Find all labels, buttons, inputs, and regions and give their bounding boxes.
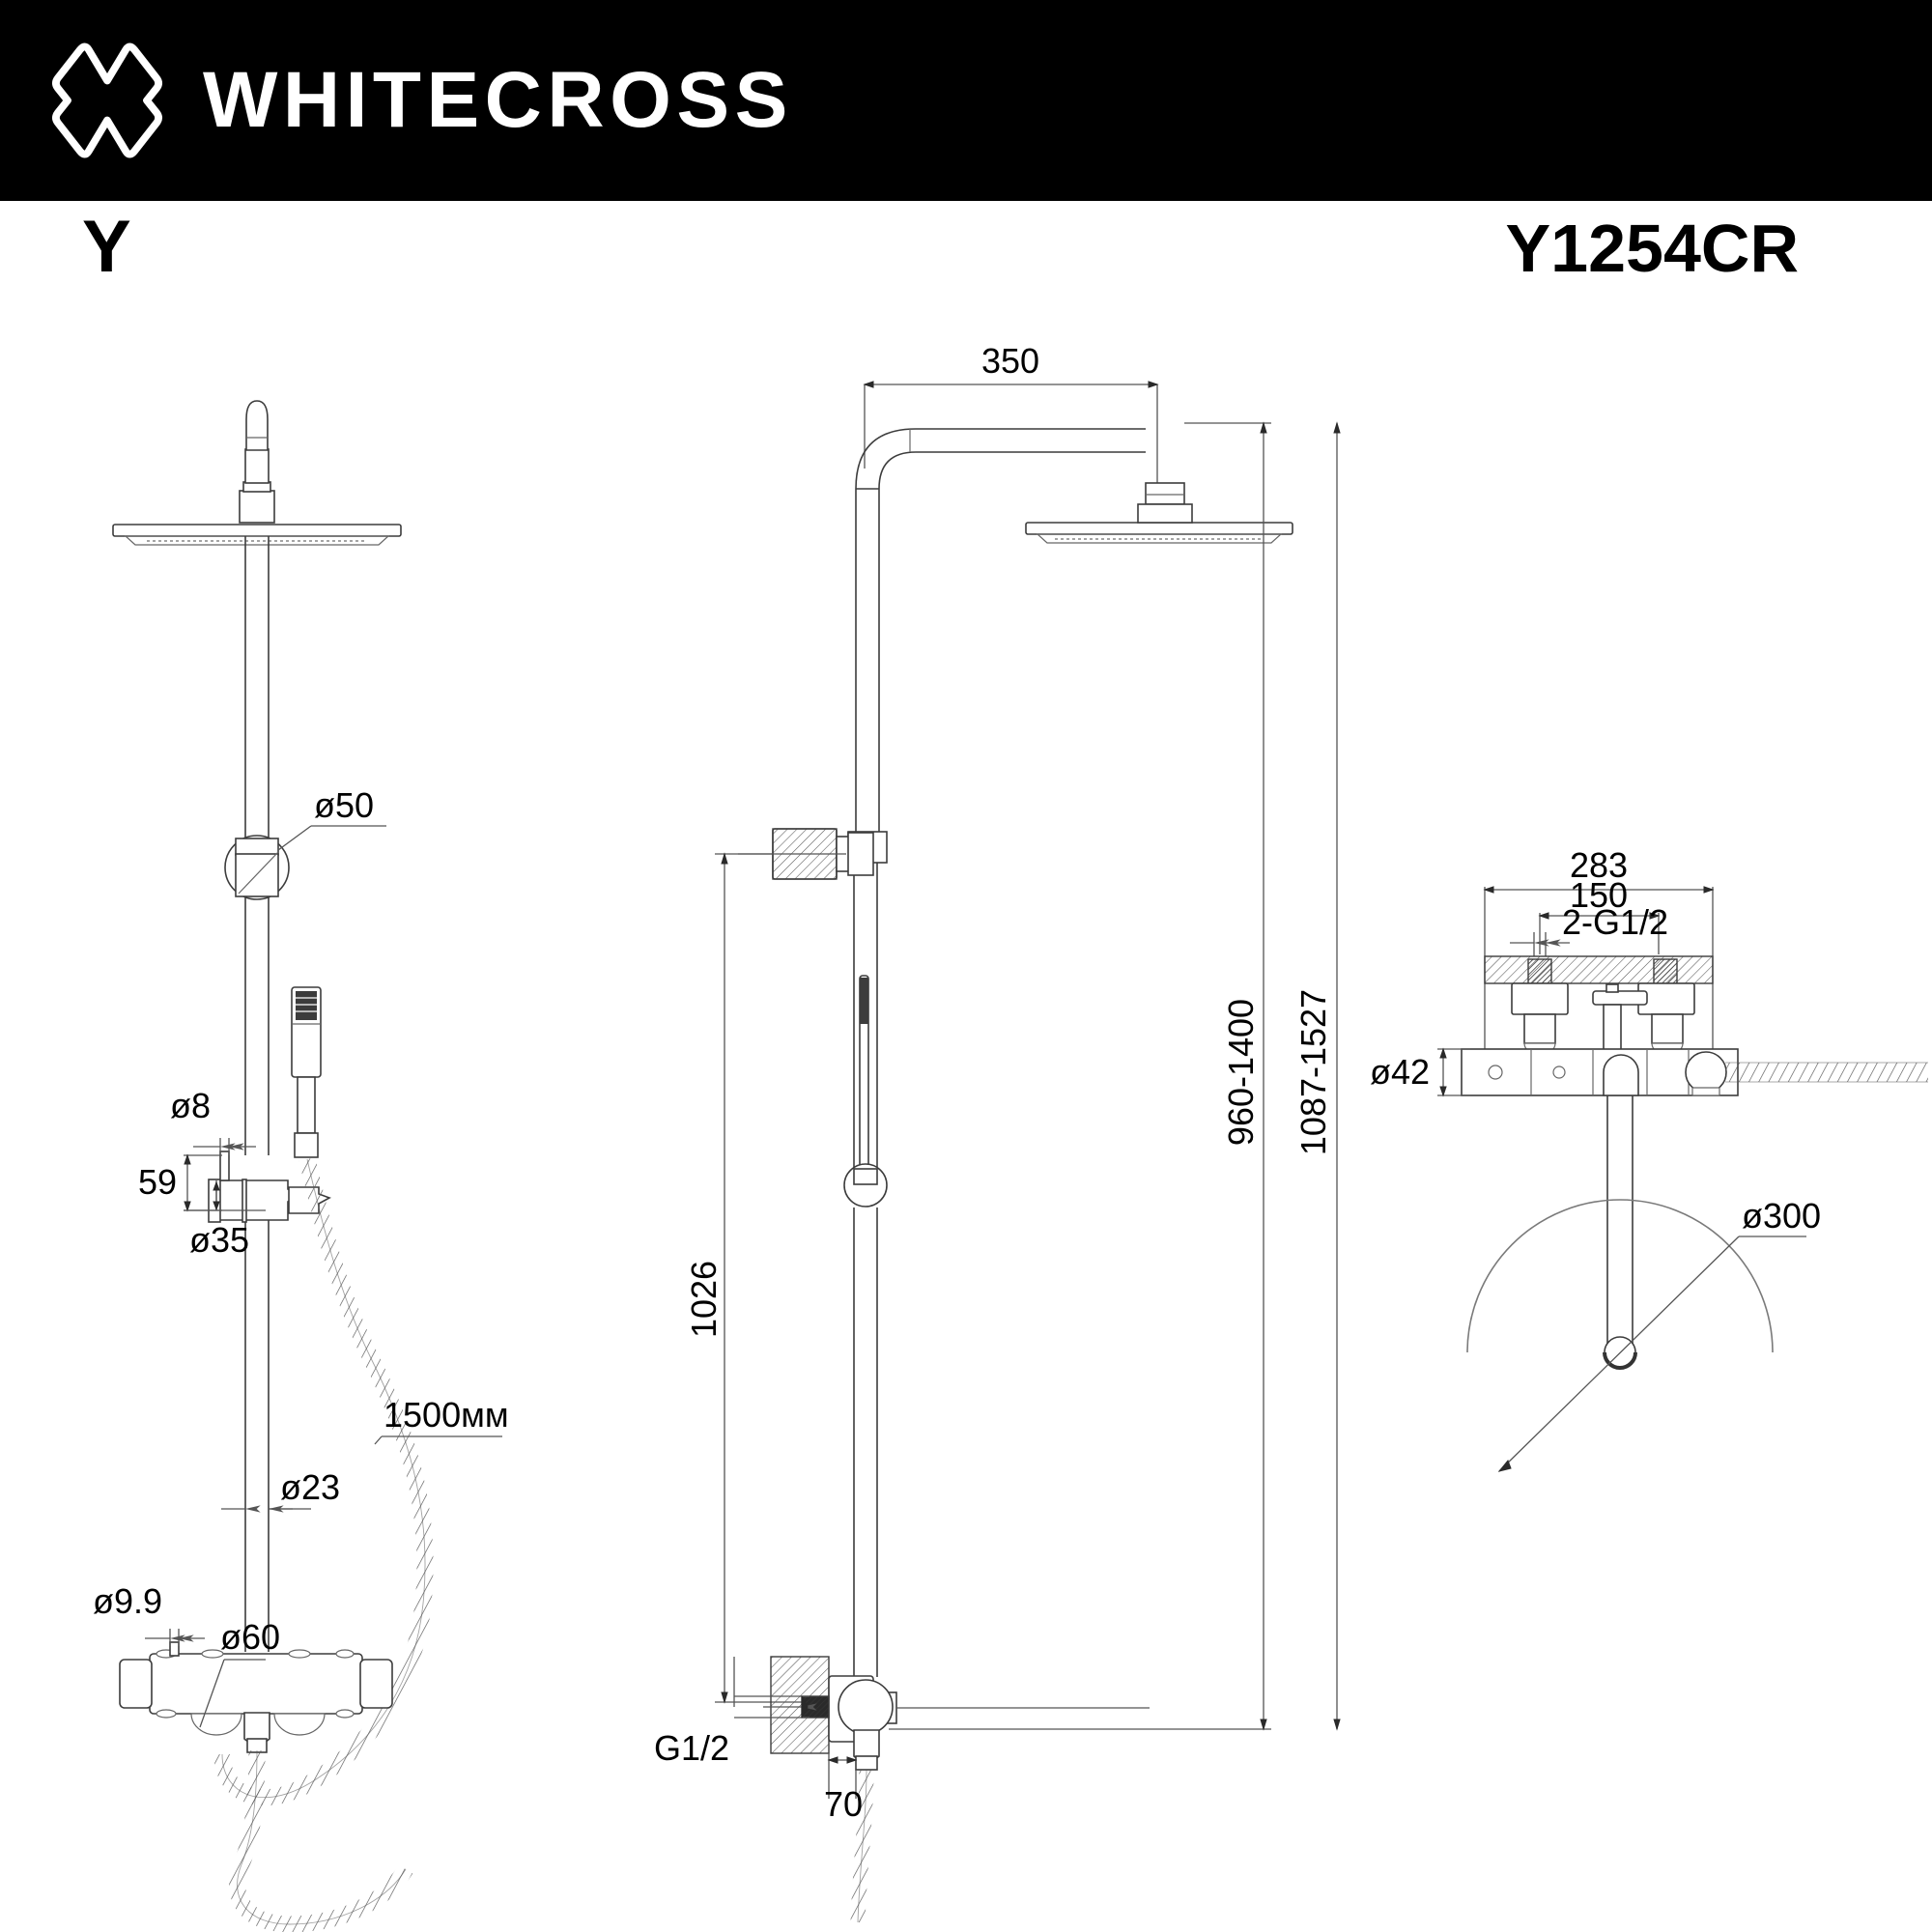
dim-proj-70: 70 [824, 1753, 863, 1824]
dim-label-width-283: 283 [1570, 845, 1628, 885]
mixer-bar-body [1461, 1048, 1739, 1096]
dim-label-59: 59 [138, 1162, 177, 1202]
dim-center-150: 150 [1538, 875, 1661, 954]
mixer-body-side [770, 1656, 1150, 1771]
header-banner: WHITECROSS [0, 0, 1932, 201]
dim-range-1087-1527: 1087-1527 [1293, 421, 1341, 1731]
dim-dia-99: ø9.9 [93, 1581, 205, 1646]
riser-rod-side [847, 489, 888, 1677]
riser-rod [244, 536, 270, 1652]
diverter-ring [224, 835, 290, 900]
dim-range-960-1400: 960-1400 [889, 421, 1271, 1731]
dim-rod-1026: 1026 [684, 852, 846, 1704]
flexible-hose [213, 1157, 434, 1806]
dim-label-dia-50: ø50 [314, 785, 374, 825]
dim-thread-g12: G1/2 [654, 1657, 817, 1768]
dim-dia-50: ø50 [277, 785, 386, 851]
hose-side [850, 1769, 874, 1923]
overhead-shower-head-side [1025, 482, 1293, 544]
model-number: Y1254CR [1505, 211, 1799, 286]
dim-arm-350: 350 [863, 341, 1159, 483]
dim-label-dia-300: ø300 [1742, 1196, 1821, 1236]
dim-width-283: 283 [1483, 845, 1715, 1053]
dim-label-dia-99: ø9.9 [93, 1581, 162, 1621]
hand-shower-side [859, 975, 869, 1184]
overhead-head-plan-circle: ø300 [1465, 1196, 1821, 1520]
side-elevation-view: 350 [654, 341, 1341, 1923]
riser-pipe-plan [1606, 1095, 1634, 1350]
hose-detail [1725, 1062, 1928, 1083]
dim-label-dia-23: ø23 [280, 1467, 340, 1507]
dim-label-dia-8: ø8 [170, 1086, 211, 1125]
dim-dia-60: ø60 [199, 1617, 280, 1728]
thermostatic-mixer-body [119, 1641, 393, 1753]
slider-ring-side [843, 1163, 888, 1208]
front-elevation-view: ø50 [93, 400, 509, 1932]
dim-hose-1500: 1500мм [374, 1395, 509, 1445]
dim-label-rod-1026: 1026 [684, 1261, 724, 1338]
x-cross-logo-icon [52, 43, 162, 158]
dim-dia-42: ø42 [1370, 1047, 1470, 1097]
wall-section [1484, 955, 1714, 984]
center-spindle [1592, 983, 1648, 1054]
dim-dia-35: ø35 [184, 1180, 266, 1260]
dim-label-range-1087-1527: 1087-1527 [1293, 989, 1333, 1155]
shower-arm [855, 428, 1146, 490]
mixer-detail-view: 283 150 2-G1/2 [1370, 845, 1928, 1520]
dim-label-arm-350: 350 [981, 341, 1039, 381]
dim-label-dia-60: ø60 [220, 1617, 280, 1657]
dim-label-inlets-2g12: 2-G1/2 [1562, 902, 1668, 942]
dim-dia-23: ø23 [221, 1467, 340, 1513]
overhead-shower-head [112, 400, 402, 546]
hand-shower-wand [291, 986, 322, 1158]
hose-coil-end [229, 1749, 413, 1932]
dim-label-dia-35: ø35 [189, 1220, 249, 1260]
dim-label-dia-42: ø42 [1370, 1052, 1430, 1092]
dim-label-hose-1500: 1500мм [384, 1395, 509, 1435]
brand-name: WHITECROSS [203, 56, 793, 144]
dim-label-thread-g12: G1/2 [654, 1728, 729, 1768]
dim-59: 59 [138, 1153, 222, 1212]
inlet-connectors [1511, 958, 1695, 1056]
dim-inlets-2g12: 2-G1/2 [1510, 902, 1668, 956]
dim-label-proj-70: 70 [824, 1784, 863, 1824]
dim-dia-8: ø8 [170, 1086, 256, 1155]
dim-label-center-150: 150 [1570, 875, 1628, 915]
series-label: Y [82, 206, 131, 288]
dim-label-range-960-1400: 960-1400 [1221, 999, 1261, 1146]
